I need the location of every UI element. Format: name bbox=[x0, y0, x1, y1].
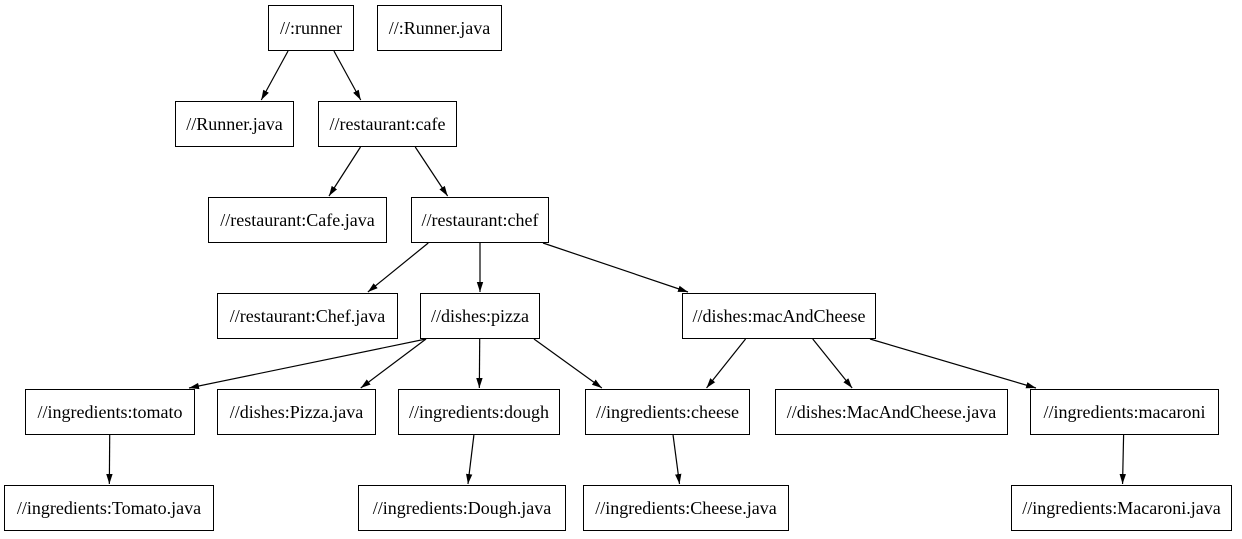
node-label-pizza: //dishes:pizza bbox=[431, 305, 529, 326]
node-label-dough-java: //ingredients:Dough.java bbox=[372, 497, 552, 518]
graph-node-pizza: //dishes:pizza bbox=[420, 293, 540, 339]
graph-node-runner-java: //Runner.java bbox=[175, 101, 294, 147]
graph-node-pizza-java: //dishes:Pizza.java bbox=[217, 389, 376, 435]
graph-edge-cheese-to-cheese-java bbox=[672, 434, 682, 485]
graph-node-macandcheese-java: //dishes:MacAndCheese.java bbox=[775, 389, 1008, 435]
graph-node-runner: //:runner bbox=[268, 5, 354, 51]
graph-edge-macaroni-to-macaroni-java bbox=[1119, 434, 1126, 485]
node-label-cafe-java: //restaurant:Cafe.java bbox=[220, 209, 375, 230]
node-label-chef: //restaurant:chef bbox=[421, 209, 539, 230]
graph-node-chef-java: //restaurant:Chef.java bbox=[217, 293, 398, 339]
graph-node-macandcheese: //dishes:macAndCheese bbox=[682, 293, 876, 339]
graph-node-runner-java-root: //:Runner.java bbox=[377, 5, 502, 51]
graph-edge-macandcheese-to-macandcheese-java bbox=[812, 338, 853, 389]
graph-node-cafe: //restaurant:cafe bbox=[318, 101, 457, 147]
node-label-cafe: //restaurant:cafe bbox=[329, 113, 446, 134]
node-label-tomato: //ingredients:tomato bbox=[37, 401, 183, 422]
graph-node-dough: //ingredients:dough bbox=[398, 389, 560, 435]
graph-edges bbox=[106, 50, 1126, 485]
node-label-macandcheese: //dishes:macAndCheese bbox=[692, 305, 866, 326]
graph-edge-macandcheese-to-cheese bbox=[706, 338, 747, 389]
graph-edge-dough-to-dough-java bbox=[465, 434, 475, 485]
node-label-runner: //:runner bbox=[280, 17, 342, 38]
graph-node-cafe-java: //restaurant:Cafe.java bbox=[208, 197, 387, 243]
graph-node-tomato: //ingredients:tomato bbox=[25, 389, 195, 435]
node-label-macaroni-java: //ingredients:Macaroni.java bbox=[1022, 497, 1221, 518]
graph-edge-runner-to-cafe bbox=[333, 50, 362, 101]
graph-edge-pizza-to-pizza-java bbox=[360, 338, 427, 389]
node-label-cheese-java: //ingredients:Cheese.java bbox=[595, 497, 777, 518]
graph-edge-chef-to-chef-java bbox=[367, 242, 429, 293]
graph-edge-pizza-to-cheese bbox=[533, 338, 603, 389]
graph-node-dough-java: //ingredients:Dough.java bbox=[358, 485, 566, 531]
graph-edge-runner-to-runner-java bbox=[260, 50, 289, 101]
node-label-runner-java: //Runner.java bbox=[186, 113, 283, 134]
node-label-cheese: //ingredients:cheese bbox=[596, 401, 739, 422]
node-label-runner-java-root: //:Runner.java bbox=[388, 17, 491, 38]
node-label-macaroni: //ingredients:macaroni bbox=[1043, 401, 1206, 422]
graph-node-cheese-java: //ingredients:Cheese.java bbox=[583, 485, 789, 531]
node-label-pizza-java: //dishes:Pizza.java bbox=[229, 401, 364, 422]
graph-edge-cafe-to-cafe-java bbox=[328, 146, 362, 197]
graph-edge-macandcheese-to-macaroni bbox=[869, 338, 1037, 389]
graph-edge-pizza-to-tomato bbox=[188, 338, 427, 390]
node-label-chef-java: //restaurant:Chef.java bbox=[229, 305, 386, 326]
graph-node-cheese: //ingredients:cheese bbox=[585, 389, 750, 435]
graph-node-chef: //restaurant:chef bbox=[411, 197, 549, 243]
graph-node-macaroni-java: //ingredients:Macaroni.java bbox=[1011, 485, 1232, 531]
graph-node-tomato-java: //ingredients:Tomato.java bbox=[4, 485, 214, 531]
node-label-dough: //ingredients:dough bbox=[409, 401, 549, 422]
node-label-macandcheese-java: //dishes:MacAndCheese.java bbox=[786, 401, 997, 422]
node-label-tomato-java: //ingredients:Tomato.java bbox=[16, 497, 202, 518]
graph-node-macaroni: //ingredients:macaroni bbox=[1030, 389, 1219, 435]
graph-edge-chef-to-macandcheese bbox=[542, 242, 689, 293]
graph-edge-cafe-to-chef bbox=[414, 146, 449, 197]
